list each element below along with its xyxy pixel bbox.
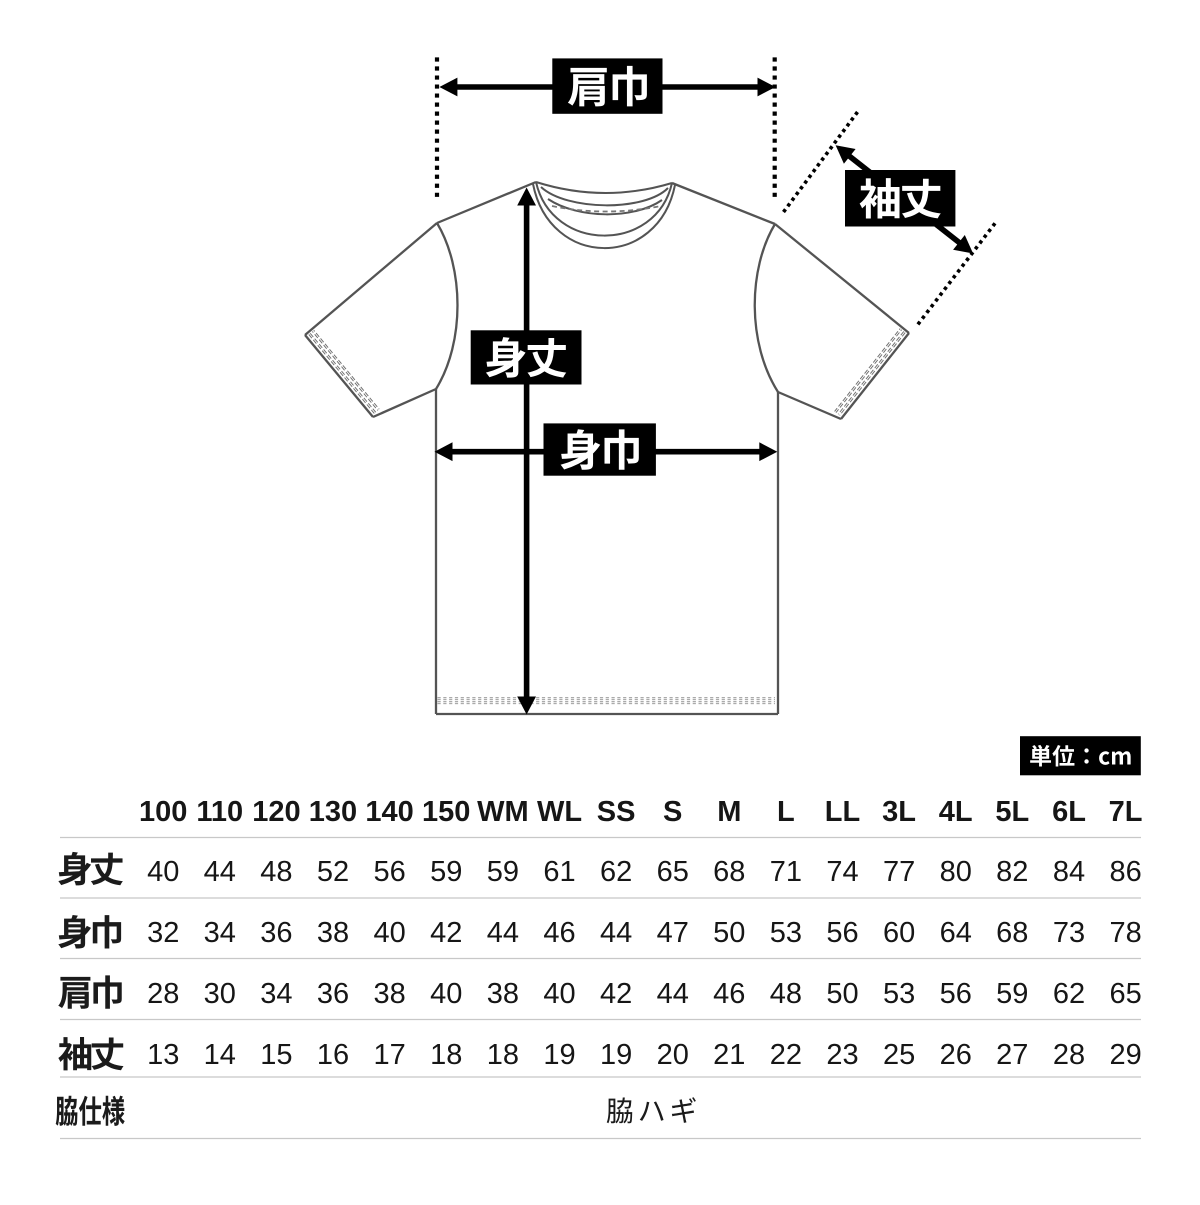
svg-text:82: 82 (996, 856, 1028, 888)
svg-text:28: 28 (147, 978, 179, 1010)
svg-text:50: 50 (713, 917, 745, 949)
svg-text:5L: 5L (995, 796, 1029, 828)
svg-text:40: 40 (147, 856, 179, 888)
svg-text:80: 80 (940, 856, 972, 888)
svg-text:59: 59 (996, 978, 1028, 1010)
svg-text:56: 56 (826, 917, 858, 949)
svg-text:56: 56 (373, 856, 405, 888)
svg-text:4L: 4L (939, 796, 973, 828)
svg-text:18: 18 (430, 1039, 462, 1071)
svg-text:L: L (777, 796, 795, 828)
svg-text:40: 40 (430, 978, 462, 1010)
svg-text:7L: 7L (1109, 796, 1143, 828)
svg-text:S: S (663, 796, 682, 828)
svg-text:30: 30 (204, 978, 236, 1010)
svg-text:86: 86 (1109, 856, 1141, 888)
svg-text:62: 62 (600, 856, 632, 888)
svg-text:26: 26 (940, 1039, 972, 1071)
svg-text:77: 77 (883, 856, 915, 888)
svg-text:47: 47 (657, 917, 689, 949)
svg-text:25: 25 (883, 1039, 915, 1071)
svg-text:52: 52 (317, 856, 349, 888)
svg-text:150: 150 (422, 796, 470, 828)
svg-text:13: 13 (147, 1039, 179, 1071)
svg-text:44: 44 (487, 917, 519, 949)
svg-text:74: 74 (826, 856, 858, 888)
svg-text:40: 40 (543, 978, 575, 1010)
svg-text:68: 68 (996, 917, 1028, 949)
svg-text:61: 61 (543, 856, 575, 888)
svg-text:46: 46 (543, 917, 575, 949)
svg-text:36: 36 (260, 917, 292, 949)
svg-text:64: 64 (940, 917, 972, 949)
svg-text:38: 38 (317, 917, 349, 949)
svg-text:42: 42 (430, 917, 462, 949)
svg-text:3L: 3L (882, 796, 916, 828)
svg-text:71: 71 (770, 856, 802, 888)
svg-text:27: 27 (996, 1039, 1028, 1071)
svg-text:65: 65 (1109, 978, 1141, 1010)
svg-text:48: 48 (260, 856, 292, 888)
svg-text:18: 18 (487, 1039, 519, 1071)
svg-text:WL: WL (537, 796, 582, 828)
svg-text:59: 59 (487, 856, 519, 888)
svg-text:36: 36 (317, 978, 349, 1010)
svg-text:65: 65 (657, 856, 689, 888)
svg-text:19: 19 (600, 1039, 632, 1071)
svg-text:50: 50 (826, 978, 858, 1010)
svg-text:17: 17 (373, 1039, 405, 1071)
svg-text:14: 14 (204, 1039, 236, 1071)
svg-text:38: 38 (487, 978, 519, 1010)
svg-text:19: 19 (543, 1039, 575, 1071)
svg-text:SS: SS (597, 796, 636, 828)
svg-text:78: 78 (1109, 917, 1141, 949)
svg-text:40: 40 (373, 917, 405, 949)
svg-text:WM: WM (477, 796, 529, 828)
svg-text:22: 22 (770, 1039, 802, 1071)
svg-text:140: 140 (365, 796, 413, 828)
svg-text:44: 44 (657, 978, 689, 1010)
svg-text:48: 48 (770, 978, 802, 1010)
svg-text:20: 20 (657, 1039, 689, 1071)
svg-text:15: 15 (260, 1039, 292, 1071)
svg-text:32: 32 (147, 917, 179, 949)
svg-text:59: 59 (430, 856, 462, 888)
svg-text:34: 34 (204, 917, 236, 949)
svg-text:120: 120 (252, 796, 300, 828)
svg-text:28: 28 (1053, 1039, 1085, 1071)
svg-text:LL: LL (825, 796, 860, 828)
svg-text:53: 53 (883, 978, 915, 1010)
svg-text:110: 110 (196, 796, 243, 828)
svg-text:68: 68 (713, 856, 745, 888)
svg-text:62: 62 (1053, 978, 1085, 1010)
svg-text:44: 44 (600, 917, 632, 949)
svg-text:29: 29 (1109, 1039, 1141, 1071)
svg-text:16: 16 (317, 1039, 349, 1071)
svg-text:130: 130 (309, 796, 357, 828)
svg-text:6L: 6L (1052, 796, 1086, 828)
svg-text:44: 44 (204, 856, 236, 888)
svg-text:84: 84 (1053, 856, 1085, 888)
svg-text:56: 56 (940, 978, 972, 1010)
svg-text:38: 38 (373, 978, 405, 1010)
svg-text:46: 46 (713, 978, 745, 1010)
svg-text:60: 60 (883, 917, 915, 949)
svg-text:21: 21 (713, 1039, 745, 1071)
svg-text:53: 53 (770, 917, 802, 949)
svg-text:100: 100 (139, 796, 187, 828)
svg-text:34: 34 (260, 978, 292, 1010)
svg-text:73: 73 (1053, 917, 1085, 949)
svg-text:23: 23 (826, 1039, 858, 1071)
svg-text:42: 42 (600, 978, 632, 1010)
svg-text:M: M (717, 796, 741, 828)
